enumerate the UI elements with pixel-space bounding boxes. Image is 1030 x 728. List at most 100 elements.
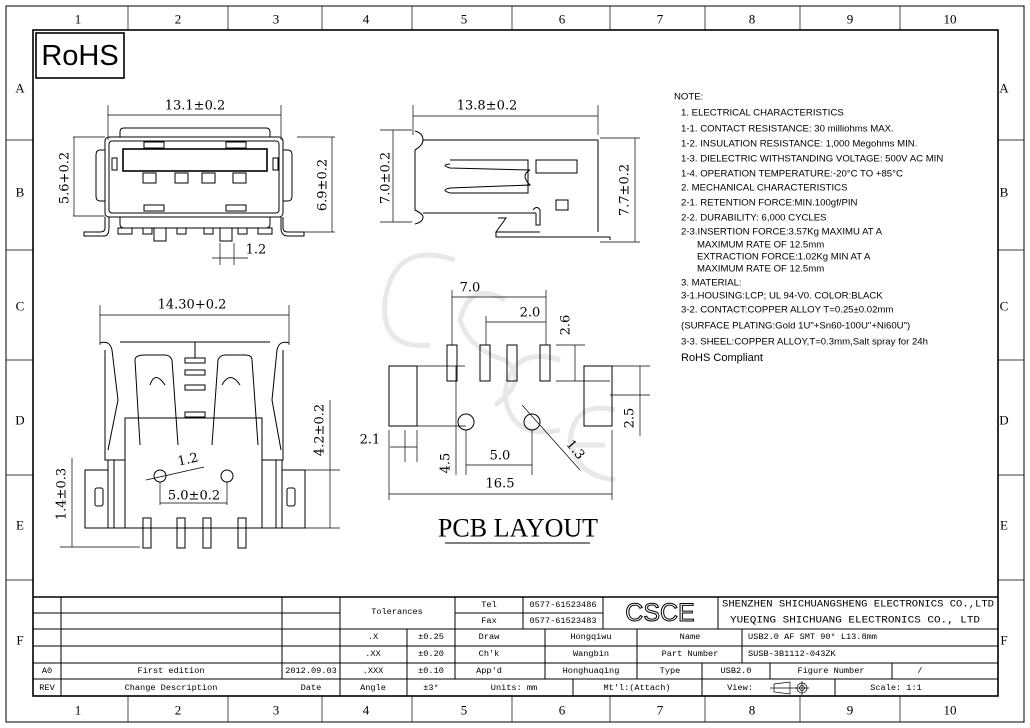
dim-2-0: 2.0 [520, 306, 541, 321]
check-label: Ch'k [479, 649, 500, 659]
pcb-pad [446, 344, 458, 382]
dim-hole-diameter: 1.2 [176, 451, 199, 470]
front-view: 13.1±0.2 1.2 5.6+0.2 6.9±0.2 [58, 99, 335, 265]
company-name-1: SHENZHEN SHICHUANGSHENG ELECTRONICS CO.,… [722, 600, 994, 611]
figure-number-value: / [917, 666, 922, 676]
description-header: Change Description [125, 683, 218, 693]
dim-7-0: 7.0 [460, 281, 481, 296]
dim-2-1: 2.1 [360, 433, 381, 448]
dim-width: 14.30+0.2 [158, 298, 227, 313]
note-heading: NOTE: [674, 92, 703, 103]
row-label: D [15, 413, 24, 428]
bottom-view: 14.30+0.2 1.2 5.0±0.2 1.4±0.3 4.2±0.2 [55, 298, 340, 549]
approve-label: App'd [476, 666, 502, 676]
rohs-badge: RoHS [35, 32, 125, 79]
row-label: E [1000, 518, 1008, 533]
row-label: C [16, 299, 25, 314]
pcb-pad [583, 365, 613, 427]
row-label: C [1000, 299, 1009, 314]
material: Mt'l:(Attach) [603, 683, 670, 693]
tolerance-value: ±0.10 [418, 666, 444, 676]
tolerance-key: .XXX [363, 666, 384, 676]
pcb-pad [506, 344, 518, 382]
dim-outer-height: 6.9±0.2 [316, 159, 331, 211]
col-label: 4 [363, 703, 370, 718]
tolerance-key: Angle [360, 683, 386, 693]
company-logo: CSCE [625, 599, 694, 627]
col-label: 8 [749, 12, 756, 27]
dim-16-5: 16.5 [486, 477, 515, 492]
dim-height: 4.2±0.2 [313, 404, 328, 456]
outer-frame [5, 5, 1025, 723]
note-line: MAXIMUM RATE OF 12.5mm [697, 240, 824, 251]
row-label: A [15, 81, 25, 96]
col-label: 7 [657, 12, 664, 27]
dim-length: 13.8±0.2 [457, 99, 518, 114]
col-label: 4 [363, 12, 370, 27]
revision-code: A0 [42, 666, 52, 676]
col-label: 3 [273, 703, 280, 718]
col-label: 5 [461, 703, 468, 718]
dim-height-left: 7.0±0.2 [379, 152, 394, 204]
col-label: 3 [273, 12, 280, 27]
part-number-label: Part Number [662, 649, 719, 659]
row-label: A [999, 81, 1009, 96]
dim-hole-pitch: 5.0±0.2 [168, 489, 220, 504]
tolerance-key: .X [368, 632, 378, 642]
col-label: 2 [175, 12, 182, 27]
notes: NOTE: 1. ELECTRICAL CHARACTERISTICS 1-1.… [674, 92, 943, 365]
pcb-layout: 7.0 2.0 2.6 2.5 2.1 4.5 5.0 16.5 1.3 PCB… [360, 281, 650, 544]
tolerance-value: ±3° [423, 683, 438, 693]
part-number-value: SUSB-3B1112-043ZK [748, 649, 837, 659]
draw-value: Hongqiwu [570, 632, 611, 642]
grid-dividers [6, 6, 1024, 722]
grid-row-labels: A B C D E F A B C D E F [15, 81, 1009, 648]
note-line: 2-1. RETENTION FORCE:MIN.100gf/PIN [681, 198, 858, 209]
figure-number-label: Figure Number [797, 666, 864, 676]
dim-4-5: 4.5 [439, 453, 454, 474]
check-value: Wangbin [573, 649, 609, 659]
dim-1-3: 1.3 [563, 437, 588, 462]
dim-2-6: 2.6 [559, 315, 574, 336]
col-label: 8 [749, 703, 756, 718]
dim-inner-height: 5.6+0.2 [58, 152, 73, 204]
note-line: 1-4. OPERATION TEMPERATURE:-20°C TO +85°… [681, 169, 903, 180]
tolerance-value: ±0.20 [418, 649, 444, 659]
tel-label: Tel [481, 600, 496, 610]
inner-frame [32, 29, 999, 697]
col-label: 9 [847, 12, 854, 27]
dim-5-0: 5.0 [490, 449, 511, 464]
col-label: 10 [944, 703, 957, 718]
units: Units: mm [491, 683, 537, 693]
note-line: 3-3. SHEEL:COPPER ALLOY,T=0.3mm,Salt spr… [681, 337, 928, 348]
note-line: 3. MATERIAL: [681, 278, 742, 289]
pcb-pad [388, 365, 418, 427]
col-label: 1 [75, 703, 82, 718]
note-line: MAXIMUM RATE OF 12.5mm [697, 264, 824, 275]
pcb-layout-title: PCB LAYOUT [438, 514, 598, 543]
row-label: E [16, 518, 24, 533]
fax-label: Fax [481, 616, 496, 626]
tolerance-value: ±0.25 [418, 632, 444, 642]
row-label: B [1000, 185, 1009, 200]
tel-value: 0577-61523486 [529, 600, 596, 610]
col-label: 10 [944, 12, 957, 27]
scale: Scale: 1:1 [870, 683, 922, 693]
fax-value: 0577-61523483 [529, 616, 596, 626]
tolerances-label: Tolerances [371, 607, 423, 617]
col-label: 9 [847, 703, 854, 718]
col-label: 7 [657, 703, 664, 718]
row-label: D [999, 413, 1008, 428]
note-line: 2. MECHANICAL CHARACTERISTICS [681, 183, 848, 194]
col-label: 5 [461, 12, 468, 27]
grid-column-labels-top: 1 2 3 4 5 6 7 8 9 10 [75, 12, 957, 27]
note-line: 1. ELECTRICAL CHARACTERISTICS [681, 108, 844, 119]
row-label: F [16, 633, 23, 648]
pcb-hole [457, 413, 475, 431]
note-line: 2-3.INSERTION FORCE:3.57Kg MAXIMU AT A [681, 227, 883, 238]
approve-value: Honghuaqing [563, 666, 620, 676]
pcb-pad [539, 344, 551, 382]
title-block: Tolerances .X ±0.25 .XX ±0.20 .XXX ±0.10… [33, 596, 998, 696]
dim-flange: 1.4±0.3 [55, 468, 70, 520]
note-line: 1-3. DIELECTRIC WITHSTANDING VOLTAGE: 50… [681, 154, 943, 165]
